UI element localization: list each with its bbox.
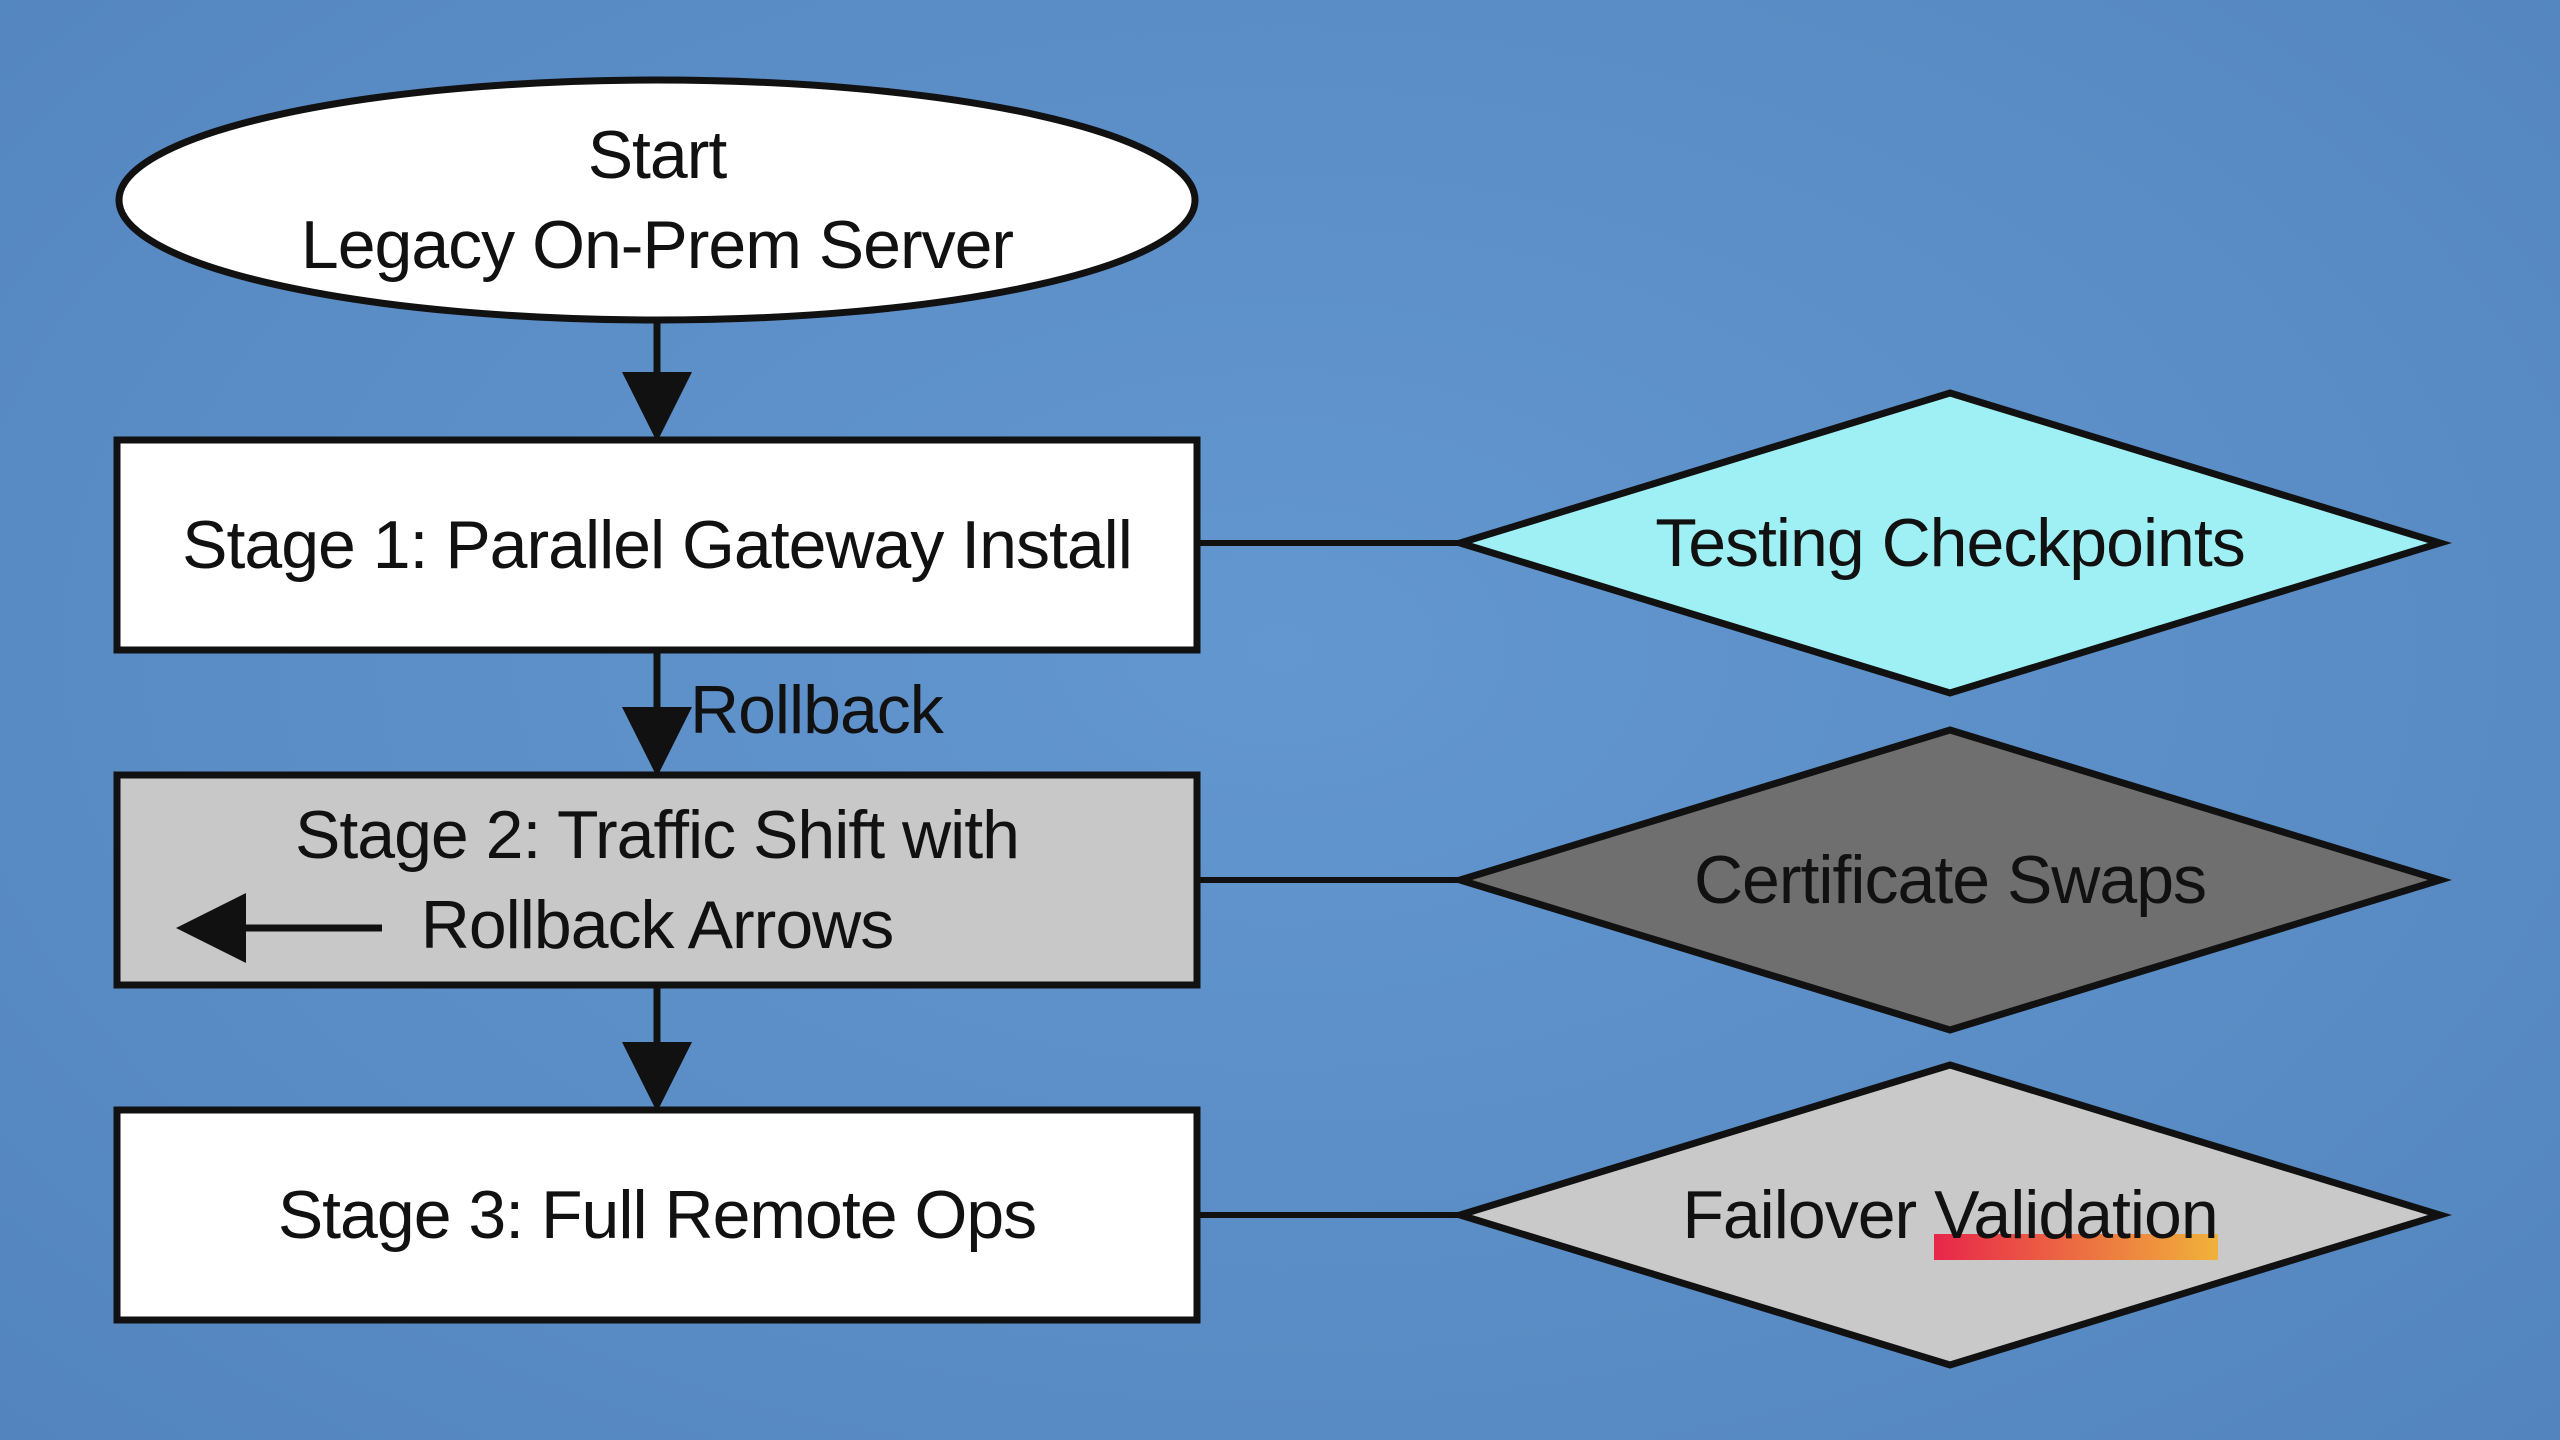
stage2-label: Stage 2: Traffic Shift with Rollback Arr… xyxy=(127,785,1187,975)
stage3-box xyxy=(113,1106,1201,1324)
stage2-line2: Rollback Arrows xyxy=(420,887,894,963)
start-label: Start Legacy On-Prem Server xyxy=(157,100,1157,300)
decision2-label: Certificate Swaps xyxy=(1693,842,2207,918)
decision2-diamond xyxy=(1448,726,2452,1034)
stage3-label: Stage 3: Full Remote Ops xyxy=(277,1177,1037,1253)
decision3-text-part1: Failover xyxy=(1682,1177,1935,1253)
rollback-edge-label: Rollback xyxy=(690,672,944,748)
start-subtitle: Legacy On-Prem Server xyxy=(300,207,1014,283)
start-title: Start xyxy=(587,117,728,193)
stage2-line1: Stage 2: Traffic Shift with xyxy=(295,797,1020,873)
start-terminator xyxy=(115,76,1199,324)
decision1-label: Testing Checkpoints xyxy=(1655,505,2246,581)
decision3-text-highlighted: Validation xyxy=(1934,1170,2219,1260)
stage1-label: Stage 1: Parallel Gateway Install xyxy=(182,507,1133,583)
decision1-diamond xyxy=(1448,389,2452,697)
stage1-box xyxy=(113,436,1201,654)
decision3-label: Failover Validation xyxy=(1550,1165,2350,1265)
